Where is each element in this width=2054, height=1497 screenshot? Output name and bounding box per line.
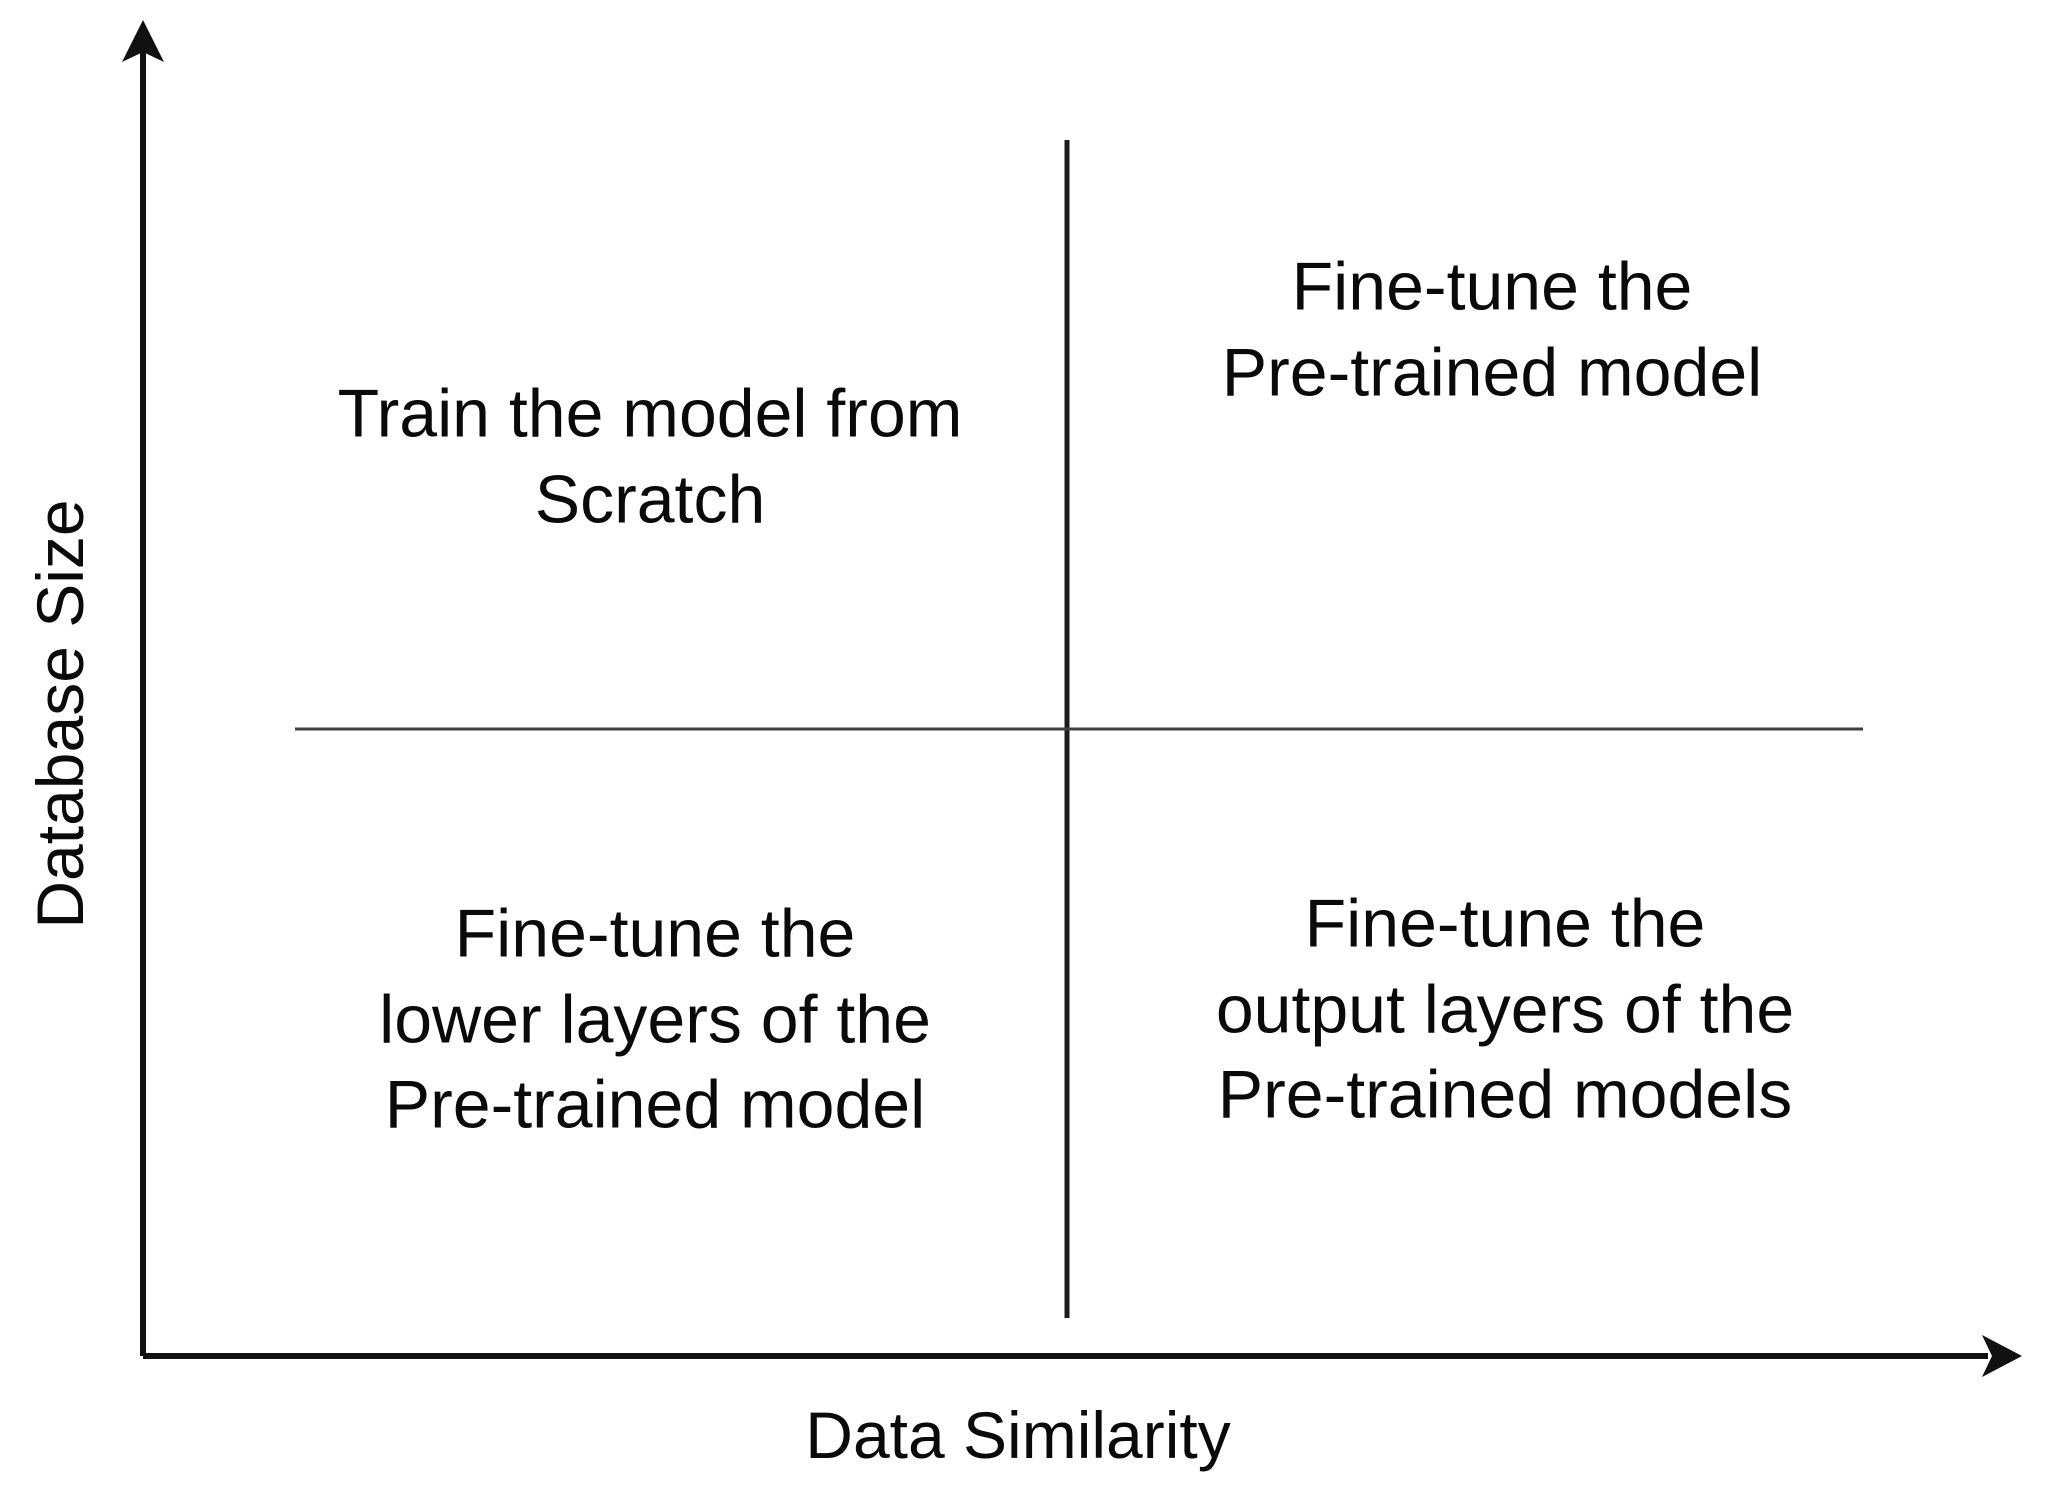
quadrant-label-line: output layers of the (1215, 971, 1795, 1048)
quadrant-label-line: Fine-tune the (1291, 248, 1693, 325)
quadrant-label-line: Scratch (534, 461, 766, 537)
y-axis-label: Database Size (23, 499, 97, 929)
x-axis-label: Data Similarity (805, 1398, 1231, 1472)
quadrant-top-right-label: Fine-tune the Pre-trained model (1222, 244, 1762, 415)
quadrant-label-line: Fine-tune the (1304, 885, 1706, 962)
quadrant-label-line: lower layers of the (379, 981, 931, 1058)
x-axis-arrowhead-icon (1982, 1335, 2022, 1377)
quadrant-label-line: Pre-trained models (1217, 1056, 1793, 1133)
quadrant-bottom-left-label: Fine-tune the lower layers of the Pre-tr… (379, 891, 931, 1148)
quadrant-top-left-label: Train the model from Scratch (338, 371, 963, 542)
quadrant-bottom-right-label: Fine-tune the output layers of the Pre-t… (1216, 881, 1794, 1138)
quadrant-label-line: Pre-trained model (384, 1066, 926, 1143)
y-axis-arrowhead-icon (122, 20, 164, 62)
quadrant-label-line: Fine-tune the (454, 895, 856, 972)
quadrant-label-line: Pre-trained model (1221, 334, 1763, 410)
quadrant-label-line: Train the model from (337, 375, 963, 452)
